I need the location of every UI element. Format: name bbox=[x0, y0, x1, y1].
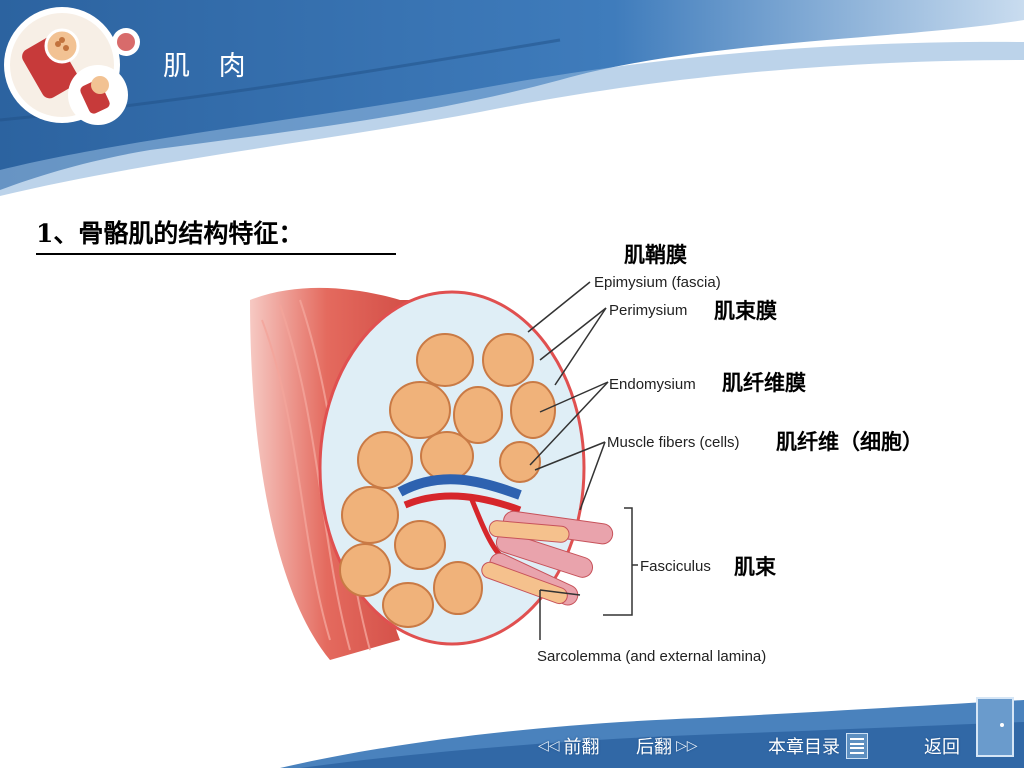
fascicles bbox=[339, 333, 556, 628]
label-zh-muscle-fibers: 肌纤维（细胞） bbox=[776, 429, 923, 454]
section-heading: 1、骨骼肌的结构特征： bbox=[36, 214, 396, 255]
door-icon[interactable] bbox=[976, 697, 1014, 757]
next-page-button[interactable]: 后翻 ▷▷ bbox=[636, 731, 698, 761]
double-right-arrow-icon: ▷▷ bbox=[676, 738, 698, 754]
label-epimysium: Epimysium (fascia) bbox=[594, 274, 721, 291]
footer-banner bbox=[280, 700, 1024, 768]
double-left-arrow-icon: ◁◁ bbox=[538, 738, 560, 754]
header-banner bbox=[0, 0, 1024, 197]
label-perimysium: Perimysium bbox=[609, 302, 687, 319]
muscle-emblem-medium bbox=[68, 65, 128, 125]
chapter-toc-button[interactable]: 本章目录 bbox=[768, 731, 868, 761]
prev-page-button[interactable]: ◁◁ 前翻 bbox=[538, 731, 600, 761]
label-zh-endomysium: 肌纤维膜 bbox=[722, 370, 806, 395]
label-zh-epimysium: 肌鞘膜 bbox=[624, 242, 687, 267]
back-label: 返回 bbox=[924, 737, 960, 758]
next-page-label: 后翻 bbox=[636, 737, 672, 758]
prev-page-label: 前翻 bbox=[563, 737, 600, 758]
label-zh-perimysium: 肌束膜 bbox=[714, 298, 777, 323]
label-fasciculus: Fasciculus bbox=[640, 558, 711, 575]
slide-title: 肌 肉 bbox=[163, 51, 256, 82]
label-endomysium: Endomysium bbox=[609, 376, 696, 393]
muscle-emblem-small bbox=[112, 28, 140, 56]
back-button[interactable]: 返回 bbox=[924, 731, 960, 761]
label-muscle-fibers: Muscle fibers (cells) bbox=[607, 434, 740, 451]
muscle-structure-diagram: Epimysium (fascia) Perimysium Endomysium… bbox=[250, 242, 923, 665]
label-sarcolemma: Sarcolemma (and external lamina) bbox=[537, 648, 766, 665]
chapter-toc-label: 本章目录 bbox=[768, 737, 840, 758]
list-icon bbox=[846, 733, 868, 759]
label-zh-fasciculus: 肌束 bbox=[734, 554, 777, 579]
blood-vessels bbox=[397, 474, 522, 557]
